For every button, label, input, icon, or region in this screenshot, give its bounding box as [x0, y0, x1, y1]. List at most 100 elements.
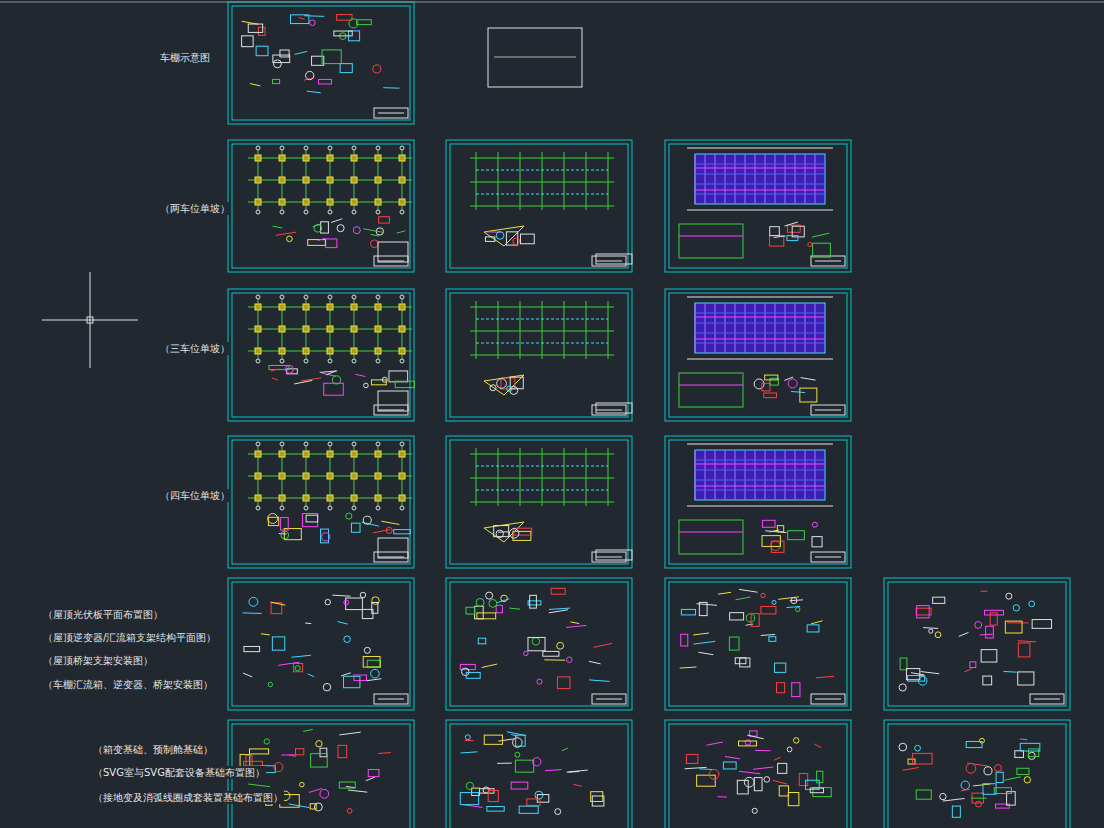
detail-circle — [915, 745, 921, 751]
detail-line — [545, 770, 562, 771]
axis-line — [470, 182, 614, 183]
sheet-inner-frame — [232, 582, 410, 706]
detail-part — [295, 749, 303, 755]
detail-part — [788, 793, 799, 806]
detail-part — [913, 753, 932, 764]
detail-circle — [496, 232, 504, 240]
detail-part — [916, 790, 931, 799]
axis-bubble — [400, 295, 404, 299]
detail-box — [378, 242, 408, 262]
pv-module-line — [795, 450, 796, 500]
column-base — [303, 177, 309, 183]
detail-circle — [1028, 752, 1035, 759]
detail-line — [318, 238, 325, 240]
sheet-group-label: （屋顶桥架支架安装图） — [42, 654, 154, 667]
column-base — [303, 451, 309, 457]
top-edge — [0, 2, 1104, 3]
detail-circle — [788, 379, 797, 388]
detail-circle — [899, 684, 906, 691]
detail-circle — [264, 739, 269, 744]
detail-part — [933, 597, 945, 603]
title-block-text — [1034, 699, 1060, 700]
sheet-frame — [665, 140, 851, 272]
sheet-group-label: （SVG室与SVG配套设备基础布置图） — [92, 766, 266, 779]
sheet-inner-frame — [232, 144, 410, 268]
sheet-frame — [665, 289, 851, 421]
sheet-frame — [884, 578, 1070, 710]
section-frame — [679, 373, 743, 407]
detail-part — [740, 658, 750, 667]
sheet-frame — [446, 578, 632, 710]
detail-circle — [1006, 593, 1012, 599]
axis-bubble — [328, 359, 332, 363]
dimension-line — [687, 359, 833, 360]
detail-part — [368, 769, 379, 776]
detail-line — [308, 674, 314, 677]
axis-line — [608, 448, 609, 506]
column-base — [327, 348, 333, 354]
axis-bubble — [352, 359, 356, 363]
detail-part — [681, 634, 688, 646]
detail-part — [460, 793, 478, 805]
detail-line — [746, 624, 753, 625]
detail-part — [272, 637, 284, 650]
sheet-inner-frame — [450, 144, 628, 268]
title-block-text — [815, 410, 841, 411]
detail-line — [367, 679, 382, 681]
detail-part — [363, 656, 380, 667]
axis-bubble — [304, 506, 308, 510]
axis-bubble — [280, 210, 284, 214]
detail-circle — [314, 224, 322, 232]
detail-part — [1015, 751, 1024, 758]
column-base — [279, 348, 285, 354]
axis-bubble — [400, 146, 404, 150]
sheet-group-label: （两车位单坡） — [159, 202, 231, 215]
column-base — [375, 326, 381, 332]
purlin-line — [476, 170, 608, 171]
dimension-line — [687, 506, 833, 507]
title-block-text — [815, 261, 841, 262]
detail-line — [594, 643, 613, 647]
pv-module-line — [735, 303, 736, 353]
purlin-line — [476, 343, 608, 344]
detail-part — [765, 375, 778, 380]
detail-part — [515, 760, 533, 772]
section-wedge — [484, 522, 524, 542]
axis-bubble — [304, 359, 308, 363]
detail-part — [779, 786, 788, 796]
detail-box — [378, 538, 408, 558]
detail-circle — [752, 808, 757, 813]
detail-line — [801, 378, 816, 381]
detail-part — [986, 626, 994, 638]
column-base — [399, 326, 405, 332]
detail-line — [348, 790, 367, 792]
detail-part — [1017, 768, 1029, 774]
detail-part — [812, 537, 822, 547]
column-base — [279, 326, 285, 332]
detail-circle — [793, 738, 799, 744]
axis-line — [586, 152, 587, 210]
detail-circle — [273, 60, 281, 68]
detail-part — [516, 735, 526, 746]
detail-part — [900, 658, 907, 670]
detail-circle — [754, 379, 764, 389]
section-frame — [679, 224, 743, 258]
detail-part — [371, 380, 386, 385]
pv-module-line — [735, 450, 736, 500]
detail-circle — [961, 781, 969, 789]
sheet-frame — [446, 140, 632, 272]
detail-line — [299, 17, 305, 19]
pv-module-line — [805, 303, 806, 353]
detail-part — [339, 782, 355, 788]
detail-part — [394, 530, 411, 534]
detail-part — [762, 520, 775, 527]
detail-part — [777, 526, 783, 532]
detail-part — [244, 646, 260, 651]
column-base — [351, 348, 357, 354]
crosshair — [90, 272, 91, 368]
sheet-group-label: （屋顶光伏板平面布置图） — [42, 608, 164, 621]
detail-part — [774, 663, 785, 672]
detail-part — [764, 393, 777, 398]
detail-part — [324, 383, 344, 395]
pv-module-line — [815, 303, 816, 353]
